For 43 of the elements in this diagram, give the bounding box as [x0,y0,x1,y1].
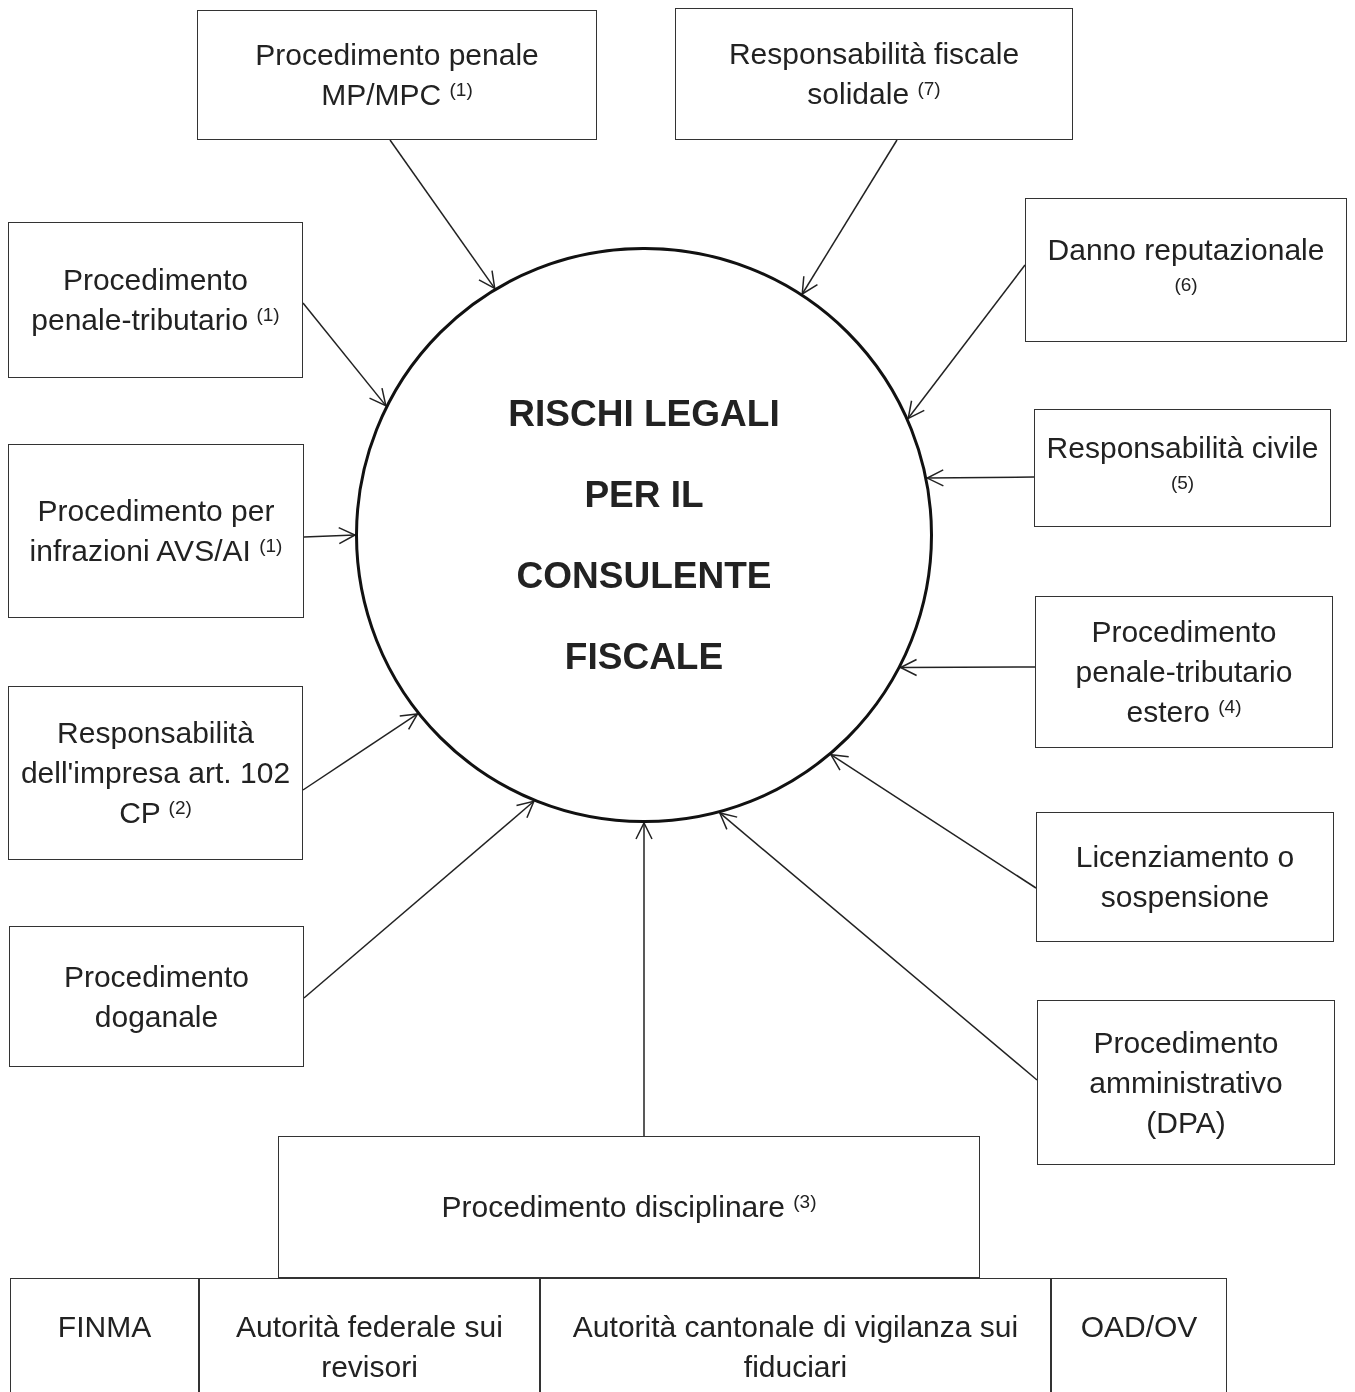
box-label: Procedimento penale-tributario $^{(1)}$ [30,262,281,338]
risk-box [1036,812,1334,942]
box-label: Procedimento penale-tributario estero $^{(4)}$ [1074,614,1294,730]
arrow [907,264,1026,420]
box-label: Procedimento penale MP/MPC $^{(1)}$ [254,37,540,113]
box-label: Procedimento per infrazioni AVS/AI $^{(1)}$ [28,493,284,569]
risk-box [197,10,597,140]
risk-box [1051,1278,1227,1392]
box-label: Licenziamento o sospensione [1074,839,1296,915]
risk-box [1035,596,1333,748]
arrow [303,800,535,999]
arrow [389,139,496,290]
arrow [899,658,1036,677]
circle-title: RISCHI LEGALI PER IL CONSULENTE FISCALE [507,392,781,679]
box-label: Autorità federale sui revisori [235,1309,504,1385]
risk-box [675,8,1073,140]
risk-box [8,444,304,618]
arrow [801,139,898,295]
box-label: Procedimento amministrativo (DPA) [1088,1024,1284,1141]
arrow [303,526,356,545]
arrow [302,302,387,407]
risk-box [1037,1000,1335,1165]
arrow [635,822,653,1137]
box-label: Autorità cantonale di vigilanza sui fiduciari [571,1309,1020,1385]
risk-box [540,1278,1051,1392]
risk-box [9,926,304,1067]
box-label: Responsabilità dell'impresa art. 102 CP $^{(2)}$ [19,715,292,831]
risk-box [1025,198,1347,342]
risk-box [10,1278,199,1392]
box-label: OAD/OV [1079,1309,1199,1345]
box-label: Procedimento disciplinare $^{(3)}$ [441,1189,817,1225]
arrow [926,469,1035,487]
arrow [302,713,419,791]
box-label: Responsabilità fiscale solidale $^{(7)}$ [727,36,1021,112]
arrow [830,753,1037,889]
risk-box [199,1278,540,1392]
risk-box [278,1136,980,1278]
risk-box [8,686,303,860]
risk-box [8,222,303,378]
box-label: Procedimento doganale [62,958,251,1035]
risk-box [1034,409,1331,527]
arrow [719,812,1038,1081]
box-label: FINMA [56,1309,153,1345]
